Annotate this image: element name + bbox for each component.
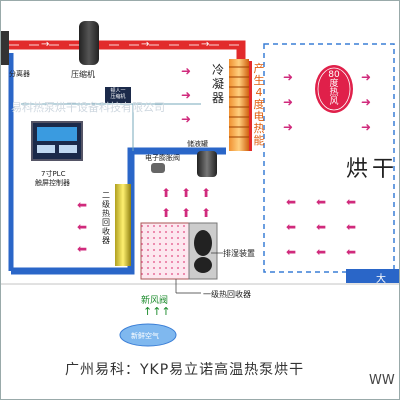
condenser-coil [229, 59, 249, 151]
evaporator-box [140, 222, 192, 280]
secondary-recovery-coil [115, 184, 131, 266]
expansion-valve-label: 电子膨胀阀 [145, 154, 180, 162]
arrow-left-icon: ⬅ [346, 195, 357, 209]
compressor-badge: 顿人一 压缩机 [105, 87, 131, 103]
plc-label-2: 触屏控制器 [35, 179, 70, 187]
hot-air-label: 80度热风 [328, 70, 340, 107]
primary-recovery-label: 一级热回收器 [203, 290, 251, 299]
fresh-air-bubble [119, 323, 177, 347]
arrow-up-icon: ⬆ [201, 206, 212, 220]
footer-title: 广州易科：YKP易立诺高温热泵烘干 [65, 362, 305, 378]
arrow-left-icon: ⬅ [346, 245, 357, 259]
flow-arrow-icon: → [141, 39, 150, 50]
arrow-left-icon: ⬅ [286, 245, 297, 259]
separator-icon [1, 31, 9, 65]
arrow-right-icon: ➜ [361, 70, 372, 84]
flow-arrow-icon: → [201, 39, 210, 50]
arrow-left-icon: ⬅ [316, 245, 327, 259]
plc-label-1: 7寸PLC [41, 170, 66, 178]
compressor-label: 压缩机 [71, 70, 95, 79]
arrow-left-icon: ⬅ [286, 220, 297, 234]
dryer-title: 烘干 [346, 157, 399, 182]
compressor-icon [79, 21, 99, 65]
watermark: 易科热泵烘干设备科技有限公司 [11, 101, 165, 114]
hot-air-badge [315, 65, 353, 113]
fresh-air-label: 新鲜空气 [131, 332, 159, 340]
arrow-left-icon: ⬅ [346, 220, 357, 234]
separator-label: 分离器 [9, 70, 30, 78]
dehumidify-label: 排湿装置 [223, 249, 255, 258]
arrow-right-icon: ➜ [283, 70, 294, 84]
dryer-room-outline [263, 43, 395, 273]
arrow-right-icon: ➜ [283, 95, 294, 109]
arrow-left-icon: ⬅ [316, 220, 327, 234]
arrow-right-icon: ➜ [181, 112, 192, 126]
arrow-left-icon: ⬅ [77, 242, 88, 256]
corner-logo: WW [369, 373, 395, 388]
arrow-up-icon: ⬆ [181, 206, 192, 220]
arrow-right-icon: ➜ [361, 95, 372, 109]
arrow-right-icon: ➜ [181, 88, 192, 102]
fresh-valve-label: 新风阀 [141, 296, 169, 306]
flow-arrow-icon: → [41, 39, 50, 50]
corner-text: 大 [376, 274, 386, 285]
liquid-tank-label: 储液罐 [187, 140, 208, 148]
liquid-tank-icon [197, 151, 217, 177]
arrow-up-icon: ⬆ [181, 186, 192, 200]
arrow-right-icon: ➜ [361, 120, 372, 134]
fan-icon [194, 230, 212, 256]
arrow-left-icon: ⬅ [286, 195, 297, 209]
expansion-valve-icon [151, 163, 165, 173]
arrow-left-icon: ⬅ [77, 198, 88, 212]
arrow-left-icon: ⬅ [77, 220, 88, 234]
arrow-right-icon: ➜ [181, 64, 192, 78]
fresh-arrows: ↑↑↑ [143, 305, 171, 318]
arrow-right-icon: ➜ [283, 120, 294, 134]
secondary-recovery-label: 二级热回收器 [102, 191, 110, 245]
arrow-up-icon: ⬆ [161, 186, 172, 200]
arrow-left-icon: ⬅ [316, 195, 327, 209]
condenser-label: 冷凝器 [211, 63, 224, 105]
aux-heat-label: 产生4度电热能 [253, 62, 265, 147]
arrow-up-icon: ⬆ [201, 186, 212, 200]
plc-screen [31, 121, 83, 161]
arrow-up-icon: ⬆ [161, 206, 172, 220]
corner-box [346, 269, 399, 283]
